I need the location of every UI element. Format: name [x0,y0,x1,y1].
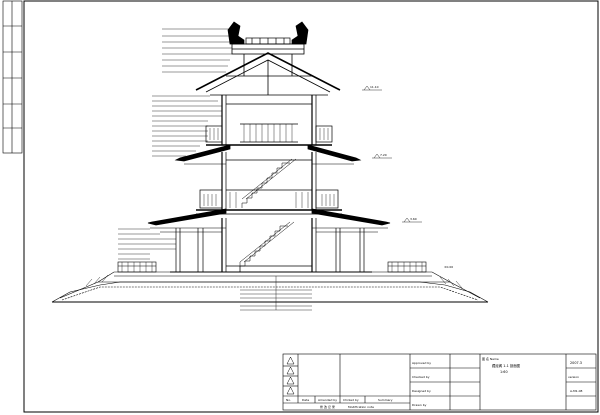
staircase-lower [239,221,295,272]
level-mark-3: 3.60 [402,217,422,223]
third-floor-structure [205,95,333,146]
designed-by-label: Designed by [412,389,431,393]
rev-header-date: Date [302,398,309,402]
sheet-border [23,0,599,413]
drawing-number: A-M1-08 [570,389,583,393]
middle-eave-right [307,144,362,165]
second-floor-structure [196,152,342,215]
level-mark-2: 7.20 [372,153,392,159]
revision-caption-cn: 修 改 记 录 [320,404,335,409]
ground-floor-structure [170,218,372,273]
middle-eave-left [174,144,231,165]
level-label-second: 3.60 [410,217,417,221]
binding-strip [2,0,23,154]
drawing-scale: 1:60 [500,370,508,374]
revision-triangles [286,356,295,395]
approved-by-label: Approved by [412,361,431,365]
drawing-title: 藏经阁 1-1 剖面图 [492,363,521,368]
top-roof [195,43,341,96]
rev-header-no: No. [286,398,291,402]
annotation-leaders-left [118,28,312,311]
level-label-ground: ±0.00 [444,265,453,269]
rev-header-amended: Amended by [318,398,337,402]
lower-eave-left [147,208,227,233]
drawn-by-label: Drawn by [412,403,427,407]
rev-header-summary: Summary [378,398,393,402]
checked-by-label: Checked by [412,375,430,379]
rev-header-checked: Chcked by [343,398,359,402]
lower-eave-right [311,208,391,233]
level-label-third: 7.20 [380,153,387,157]
balustrade-hatching [85,262,463,289]
title-block [282,353,597,411]
drawing-project: version [568,375,579,379]
balcony-railing-third [209,124,329,142]
balcony-railing-second [203,192,335,208]
revision-caption-en: Modification note [348,405,374,409]
drawing-date: 2007.3 [570,361,582,365]
level-label-top: 11.10 [370,85,379,89]
drawing-name-label: 图 名 Name [482,356,499,361]
ground-base [51,261,489,303]
staircase-upper [241,158,297,208]
roof-ridge-ornaments [227,21,309,45]
level-mark-1: 11.10 [362,85,382,91]
